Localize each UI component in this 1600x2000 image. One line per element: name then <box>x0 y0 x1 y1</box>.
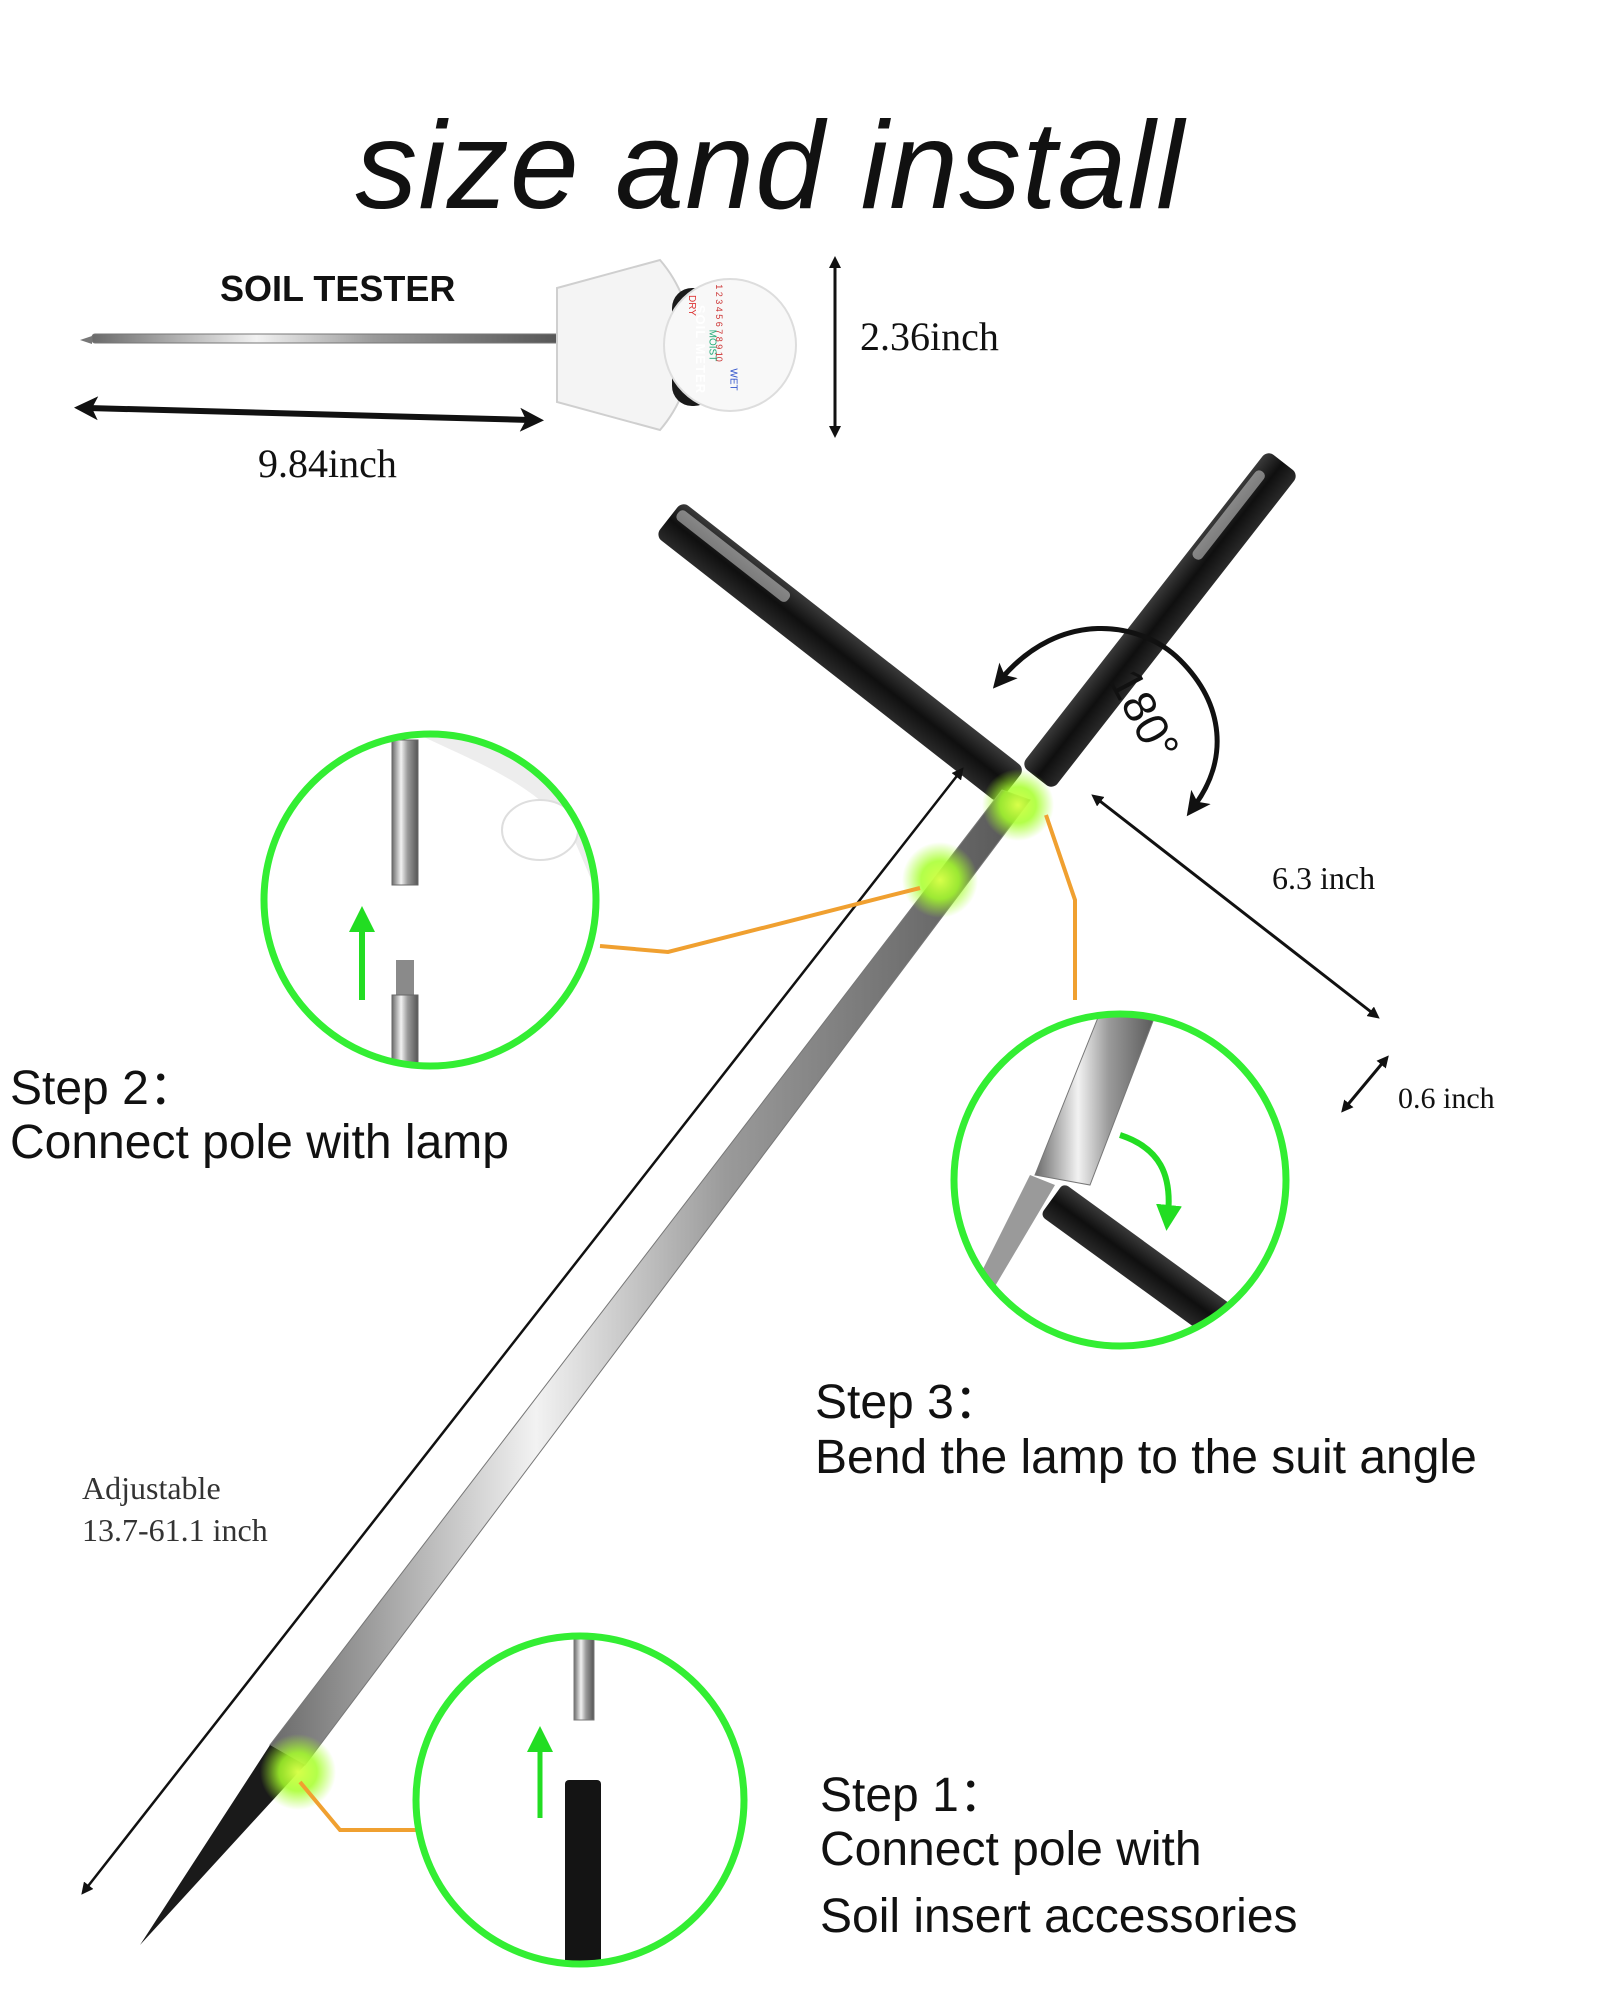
step2-title: Step 2： <box>10 1062 197 1115</box>
page-title: size and install <box>355 97 1185 235</box>
meter-scale-dry: DRY <box>685 295 697 316</box>
rotation-arrow <box>992 626 1220 817</box>
step1-text-line2: Soil insert accessories <box>820 1890 1298 1943</box>
step3-detail-circle <box>950 1010 1290 1350</box>
step1-text-line1: Connect pole with <box>820 1823 1202 1876</box>
adjustable-label: Adjustable <box>82 1470 221 1506</box>
step2-detail-circle <box>260 730 600 1070</box>
leader-lines <box>298 814 1077 1832</box>
soil-tester <box>80 258 797 432</box>
lamp-panels <box>658 453 1296 801</box>
tester-height-label: 2.36inch <box>860 314 999 359</box>
soil-tester-label: SOIL TESTER <box>220 268 456 309</box>
panel-length-label: 6.3 inch <box>1272 860 1376 896</box>
step1-detail-circle <box>412 1632 748 1968</box>
meter-scale-moist: MOIST <box>706 329 718 362</box>
tester-length-label: 9.84inch <box>258 441 397 486</box>
step1-title: Step 1： <box>820 1769 1007 1822</box>
meter-scale-wet: WET <box>727 368 739 391</box>
panel-thickness-label: 0.6 inch <box>1398 1082 1495 1115</box>
tester-dimension-arrows <box>74 256 841 438</box>
step3-title: Step 3： <box>815 1376 1002 1429</box>
lamp-dimension-arrows <box>81 767 1389 1895</box>
step3-text: Bend the lamp to the suit angle <box>815 1431 1477 1484</box>
step2-text: Connect pole with lamp <box>10 1116 509 1169</box>
adjustable-range-label: 13.7-61.1 inch <box>82 1512 268 1548</box>
